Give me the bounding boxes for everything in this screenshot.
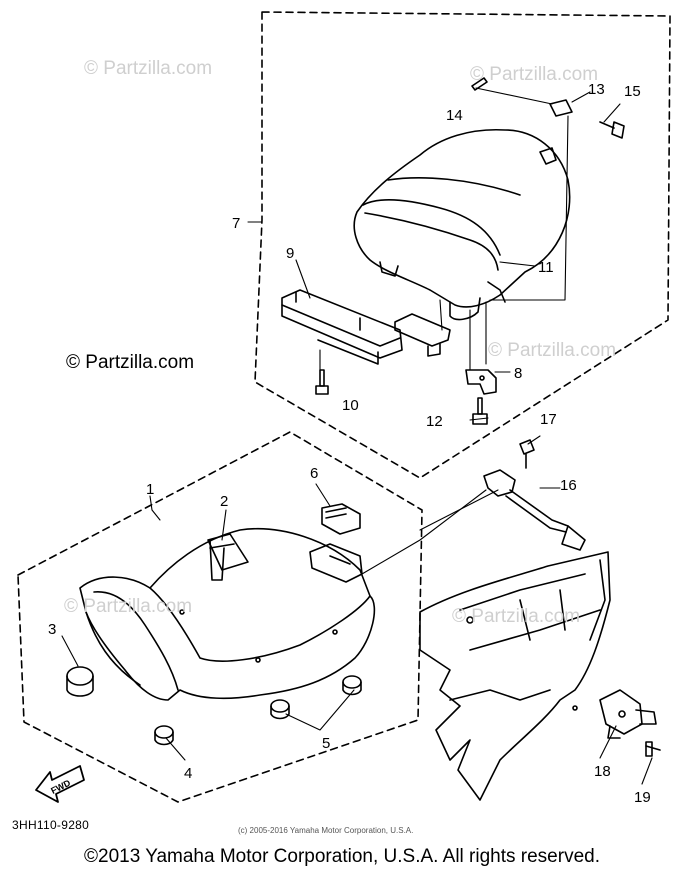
callout-15: 15 bbox=[624, 83, 641, 100]
leader-lines bbox=[61, 87, 653, 785]
callout-12: 12 bbox=[426, 413, 443, 430]
bolt-10 bbox=[315, 369, 329, 395]
fwd-arrow bbox=[35, 765, 85, 803]
main-seat bbox=[79, 527, 376, 701]
callout-18: 18 bbox=[594, 763, 611, 780]
center-bracket bbox=[394, 313, 451, 357]
damper-6 bbox=[321, 503, 361, 535]
watermark-faint-top: © Partzilla.com bbox=[84, 58, 212, 79]
watermark-faint-mid: © Partzilla.com bbox=[488, 340, 616, 361]
bumper-3 bbox=[66, 666, 94, 697]
callout-5: 5 bbox=[322, 735, 330, 752]
bolt-17 bbox=[519, 439, 535, 469]
bumper-4 bbox=[154, 725, 174, 746]
rear-seat bbox=[353, 128, 571, 321]
callout-13: 13 bbox=[588, 81, 605, 98]
callout-2: 2 bbox=[220, 493, 228, 510]
callout-11: 11 bbox=[538, 259, 554, 276]
watermark-faint-seat: © Partzilla.com bbox=[64, 596, 192, 617]
collar-13 bbox=[549, 99, 573, 117]
callout-19: 19 bbox=[634, 789, 651, 806]
damper-5b bbox=[342, 675, 362, 696]
callout-1: 1 bbox=[146, 481, 154, 498]
callout-10: 10 bbox=[342, 397, 359, 414]
watermark-main: © Partzilla.com bbox=[66, 352, 194, 373]
frame bbox=[419, 551, 611, 801]
lock-cable-16 bbox=[483, 469, 586, 551]
callout-6: 6 bbox=[310, 465, 318, 482]
callout-3: 3 bbox=[48, 621, 56, 638]
copyright-notice: ©2013 Yamaha Motor Corporation, U.S.A. A… bbox=[84, 846, 600, 867]
callout-8: 8 bbox=[514, 365, 522, 382]
seat-plate bbox=[281, 289, 403, 365]
hook-bracket bbox=[465, 369, 497, 395]
screw-15 bbox=[599, 121, 625, 139]
bolt-12 bbox=[472, 397, 488, 425]
part-code: 3HH110-9280 bbox=[12, 818, 90, 832]
pin-14 bbox=[471, 77, 488, 91]
main-seat-group-box bbox=[17, 431, 423, 803]
seat-assembly-group-box bbox=[254, 11, 671, 479]
seat-lock-18 bbox=[599, 689, 657, 739]
callout-16: 16 bbox=[560, 477, 577, 494]
damper-5a bbox=[270, 699, 290, 720]
fine-copyright: (c) 2005-2016 Yamaha Motor Corporation, … bbox=[238, 826, 414, 835]
callout-4: 4 bbox=[184, 765, 192, 782]
seat-lock-bracket bbox=[309, 543, 363, 583]
watermark-faint-frame: © Partzilla.com bbox=[452, 606, 580, 627]
callout-17: 17 bbox=[540, 411, 557, 428]
screw-19 bbox=[645, 741, 661, 757]
callout-7: 7 bbox=[232, 215, 240, 232]
callout-14: 14 bbox=[446, 107, 463, 124]
watermark-faint-right: © Partzilla.com bbox=[470, 64, 598, 85]
callout-9: 9 bbox=[286, 245, 294, 262]
